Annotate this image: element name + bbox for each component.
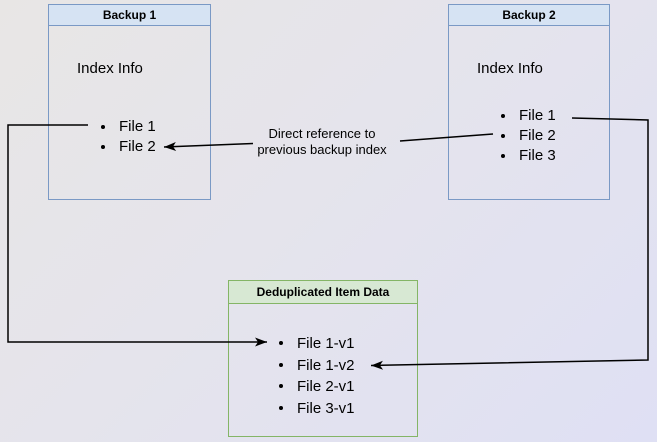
- list-item: File 1: [95, 117, 156, 137]
- backup1-subtitle: Index Info: [77, 60, 143, 77]
- backup2-title: Backup 2: [449, 5, 609, 26]
- list-item: File 2-v1: [273, 376, 355, 398]
- list-item: File 3-v1: [273, 398, 355, 420]
- dedup-title: Deduplicated Item Data: [229, 281, 417, 304]
- dedup-file-list: File 1-v1 File 1-v2 File 2-v1 File 3-v1: [273, 333, 355, 419]
- list-item: File 2: [95, 137, 156, 157]
- backup2-node: Backup 2 Index Info File 1 File 2 File 3: [448, 4, 610, 200]
- list-item: File 1: [495, 106, 556, 126]
- dedup-node: Deduplicated Item Data File 1-v1 File 1-…: [228, 280, 418, 437]
- backup1-node: Backup 1 Index Info File 1 File 2: [48, 4, 211, 200]
- backup2-subtitle: Index Info: [477, 60, 543, 77]
- list-item: File 1-v2: [273, 355, 355, 377]
- backup2-file-list: File 1 File 2 File 3: [495, 106, 556, 166]
- direct-reference-label: Direct reference to previous backup inde…: [240, 126, 404, 158]
- backup1-title: Backup 1: [49, 5, 210, 26]
- backup1-file-list: File 1 File 2: [95, 117, 156, 157]
- list-item: File 2: [495, 126, 556, 146]
- list-item: File 3: [495, 146, 556, 166]
- direct-reference-label-line1: Direct reference to: [268, 126, 376, 141]
- list-item: File 1-v1: [273, 333, 355, 355]
- direct-reference-label-line2: previous backup index: [257, 142, 387, 157]
